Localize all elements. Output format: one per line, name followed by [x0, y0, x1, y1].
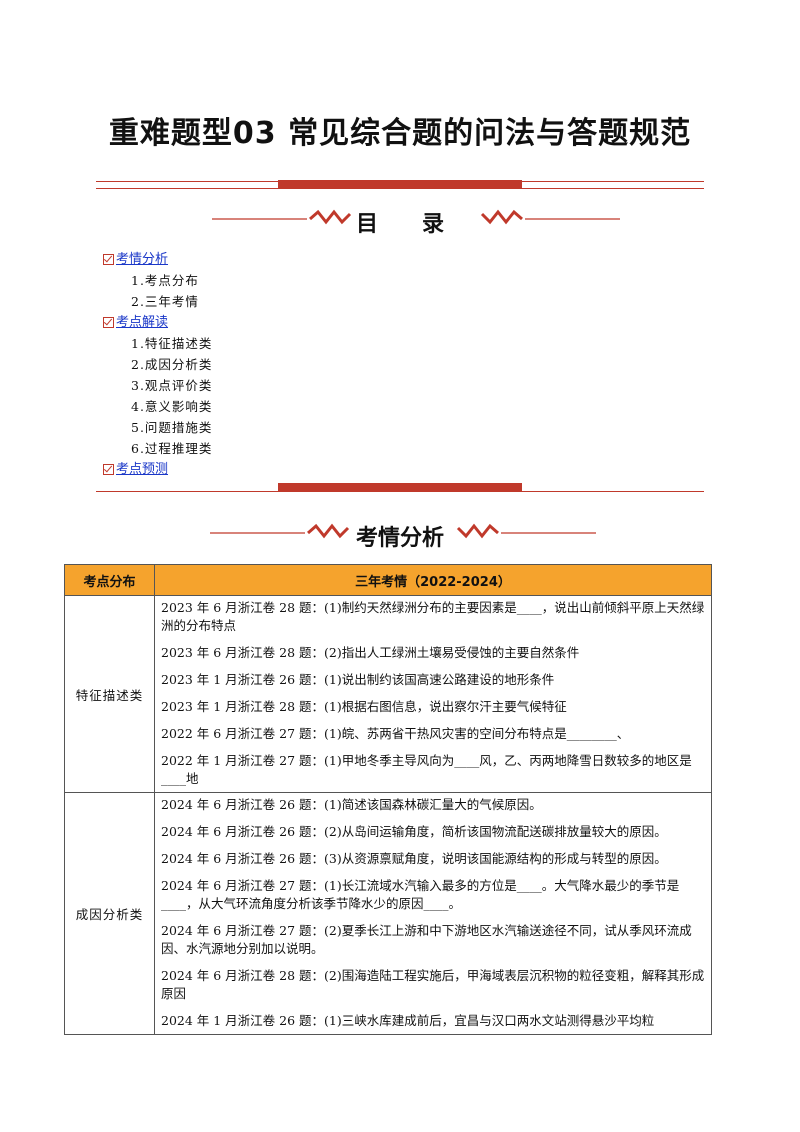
column-header: 三年考情（2022-2024） — [154, 564, 712, 596]
toc-item-kaoqing[interactable]: 考情分析 — [103, 249, 503, 270]
column-header: 考点分布 — [64, 564, 155, 596]
question-item: 2023 年 1 月浙江卷 28 题：(1)根据右图信息，说出察尔汗主要气候特征 — [161, 699, 567, 714]
section-title: 考情分析 — [355, 526, 444, 551]
toc-sub-item: 2.成因分析类 — [131, 357, 213, 372]
toc-item-yuce[interactable]: 考点预测 — [103, 459, 503, 480]
toc-link-yuce[interactable]: 考点预测 — [116, 462, 169, 477]
top-rule-thin-2 — [96, 188, 704, 189]
document-title: 重难题型03 常见综合题的问法与答题规范 — [108, 116, 692, 151]
toc-link-jiedu[interactable]: 考点解读 — [116, 315, 169, 330]
left-wing-ornament — [212, 209, 352, 225]
question-item: 2024 年 1 月浙江卷 26 题：(1)三峡水库建成前后，宜昌与汉口两水文站… — [161, 1013, 655, 1028]
toc-sub-item: 1.特征描述类 — [131, 336, 213, 351]
left-wing-ornament — [210, 523, 350, 539]
right-wing-ornament — [456, 523, 596, 539]
toc-rule-thin — [96, 491, 704, 492]
toc-sub-item: 5.问题措施类 — [131, 420, 213, 435]
question-item: 2024 年 6 月浙江卷 26 题：(3)从资源禀赋角度，说明该国能源结构的形… — [161, 851, 667, 866]
question-item: 2024 年 6 月浙江卷 28 题：(2)围海造陆工程实施后，甲海域表层沉积物… — [161, 968, 705, 1001]
toc-sub-item: 4.意义影响类 — [131, 399, 213, 414]
right-wing-ornament — [480, 209, 620, 225]
checkbox-icon — [103, 464, 114, 475]
question-item: 2022 年 6 月浙江卷 27 题：(1)皖、苏两省干热风灾害的空间分布特点是… — [161, 726, 630, 741]
checkbox-icon — [103, 317, 114, 328]
exam-table: 考点分布 三年考情（2022-2024） 特征描述类 2023 年 6 月浙江卷… — [64, 564, 712, 1035]
toc-sub-item: 3.观点评价类 — [131, 378, 213, 393]
question-item: 2024 年 6 月浙江卷 26 题：(1)简述该国森林碳汇量大的气候原因。 — [161, 797, 542, 812]
questions-cell: 2023 年 6 月浙江卷 28 题：(1)制约天然绿洲分布的主要因素是____… — [154, 595, 712, 793]
table-row: 成因分析类 2024 年 6 月浙江卷 26 题：(1)简述该国森林碳汇量大的气… — [64, 792, 712, 1035]
toc-sub-item: 1.考点分布 — [131, 273, 199, 288]
checkbox-icon — [103, 254, 114, 265]
table-row: 特征描述类 2023 年 6 月浙江卷 28 题：(1)制约天然绿洲分布的主要因… — [64, 595, 712, 793]
question-item: 2022 年 1 月浙江卷 27 题：(1)甲地冬季主导风向为____风，乙、丙… — [161, 753, 692, 786]
question-item: 2024 年 6 月浙江卷 27 题：(2)夏季长江上游和中下游地区水汽输送途径… — [161, 923, 692, 956]
question-item: 2023 年 6 月浙江卷 28 题：(1)制约天然绿洲分布的主要因素是____… — [161, 600, 705, 633]
question-item: 2023 年 6 月浙江卷 28 题：(2)指出人工绿洲土壤易受侵蚀的主要自然条… — [161, 645, 580, 660]
section-heading: 考情分析 — [0, 516, 800, 551]
toc-item-jiedu[interactable]: 考点解读 — [103, 312, 503, 333]
question-item: 2023 年 1 月浙江卷 26 题：(1)说出制约该国高速公路建设的地形条件 — [161, 672, 555, 687]
toc-rule-block — [278, 483, 522, 491]
table-header-row: 考点分布 三年考情（2022-2024） — [64, 564, 712, 596]
toc-heading: 目 录 — [0, 202, 800, 237]
toc-link-kaoqing[interactable]: 考情分析 — [116, 252, 169, 267]
toc-sub-item: 2.三年考情 — [131, 294, 199, 309]
toc-title: 目 录 — [355, 212, 444, 237]
category-cell: 成因分析类 — [64, 792, 155, 1035]
table-of-contents: 考情分析 1.考点分布 2.三年考情 考点解读 1.特征描述类 2.成因分析类 … — [103, 249, 503, 480]
category-cell: 特征描述类 — [64, 595, 155, 793]
questions-cell: 2024 年 6 月浙江卷 26 题：(1)简述该国森林碳汇量大的气候原因。 2… — [154, 792, 712, 1035]
question-item: 2024 年 6 月浙江卷 27 题：(1)长江流域水汽输入最多的方位是____… — [161, 878, 680, 911]
top-rule-block — [278, 180, 522, 188]
question-item: 2024 年 6 月浙江卷 26 题：(2)从岛间运输角度，简析该国物流配送碳排… — [161, 824, 667, 839]
toc-sub-item: 6.过程推理类 — [131, 441, 213, 456]
